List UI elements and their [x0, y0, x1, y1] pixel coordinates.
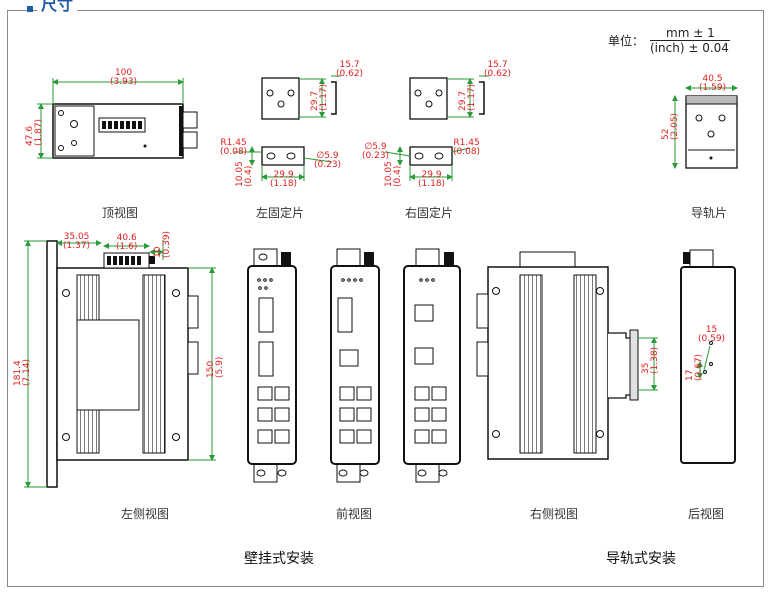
caption-rear-view: 后视图 — [688, 507, 725, 521]
front-view-c-drawing — [403, 248, 461, 483]
caption-right-side-view: 右侧视图 — [530, 507, 579, 521]
left-bracket-drawing — [234, 75, 341, 181]
top-view-drawing — [37, 78, 198, 159]
dim-ls-d1: 35.05(1.37) — [63, 232, 91, 251]
rail-clip-drawing — [672, 85, 738, 169]
dim-ls-total: 181.4(7.14) — [13, 358, 32, 386]
unit-label: 单位： — [608, 34, 645, 48]
unit-fraction-bar — [650, 40, 730, 41]
title-rule — [80, 10, 763, 11]
dim-lb-width: 29.9(1.18) — [270, 170, 298, 189]
dim-top-height: 47.6(1.87) — [25, 118, 44, 146]
title-bullet — [27, 6, 33, 12]
section-title: 尺寸 — [37, 0, 78, 13]
dim-rb-radius: R1.45(0.08) — [453, 138, 481, 157]
front-view-a-drawing — [247, 248, 297, 483]
dim-rb-vert: 10.05(0.4) — [384, 161, 403, 187]
caption-left-side-view: 左侧视图 — [121, 507, 170, 521]
caption-right-bracket: 右固定片 — [405, 206, 454, 220]
dim-lb-depth: 15.7(0.62) — [336, 60, 364, 79]
caption-front-view: 前视图 — [336, 507, 373, 521]
dim-rb-depth: 15.7(0.62) — [484, 60, 512, 79]
caption-din-mount: 导轨式安装 — [606, 551, 676, 567]
right-side-view-drawing — [476, 251, 658, 460]
dim-ls-body: 150(5.9) — [206, 356, 225, 378]
dim-rear-a: 15(0.59) — [698, 325, 726, 344]
caption-wall-mount: 壁挂式安装 — [244, 551, 314, 567]
dim-rail-width: 40.5(1.59) — [699, 74, 727, 93]
right-bracket-drawing — [384, 75, 489, 181]
dim-lb-height: 29.7(1.17) — [310, 83, 329, 111]
caption-left-bracket: 左固定片 — [256, 206, 305, 220]
rear-view-drawing — [680, 249, 736, 464]
dim-lb-hole: ∅5.9(0.23) — [314, 151, 342, 170]
dim-rear-b: 17(0.67) — [685, 353, 704, 381]
front-view-b-drawing — [330, 248, 380, 483]
dim-rail-height: 52(2.05) — [661, 112, 680, 140]
dim-rb-height: 29.7(1.17) — [458, 83, 477, 111]
left-side-view-drawing — [24, 240, 216, 488]
dim-rb-hole: ∅5.9(0.23) — [362, 142, 390, 161]
dim-lb-radius: R1.45(0.08) — [220, 138, 248, 157]
caption-rail-clip: 导轨片 — [691, 206, 728, 220]
dim-lb-vert: 10.05(0.4) — [235, 161, 254, 187]
dim-rb-width: 29.9(1.18) — [418, 170, 446, 189]
dim-ls-d3: 10(0.39) — [153, 230, 172, 258]
dim-top-width: 100(3.93) — [110, 68, 138, 87]
dim-ls-d2: 40.6(1.6) — [116, 233, 138, 252]
dim-rs-rail: 35(1.38) — [641, 346, 660, 374]
unit-mm: mm ± 1 — [666, 26, 715, 40]
unit-inch: (inch) ± 0.04 — [650, 41, 729, 55]
caption-top-view: 顶视图 — [102, 206, 139, 220]
